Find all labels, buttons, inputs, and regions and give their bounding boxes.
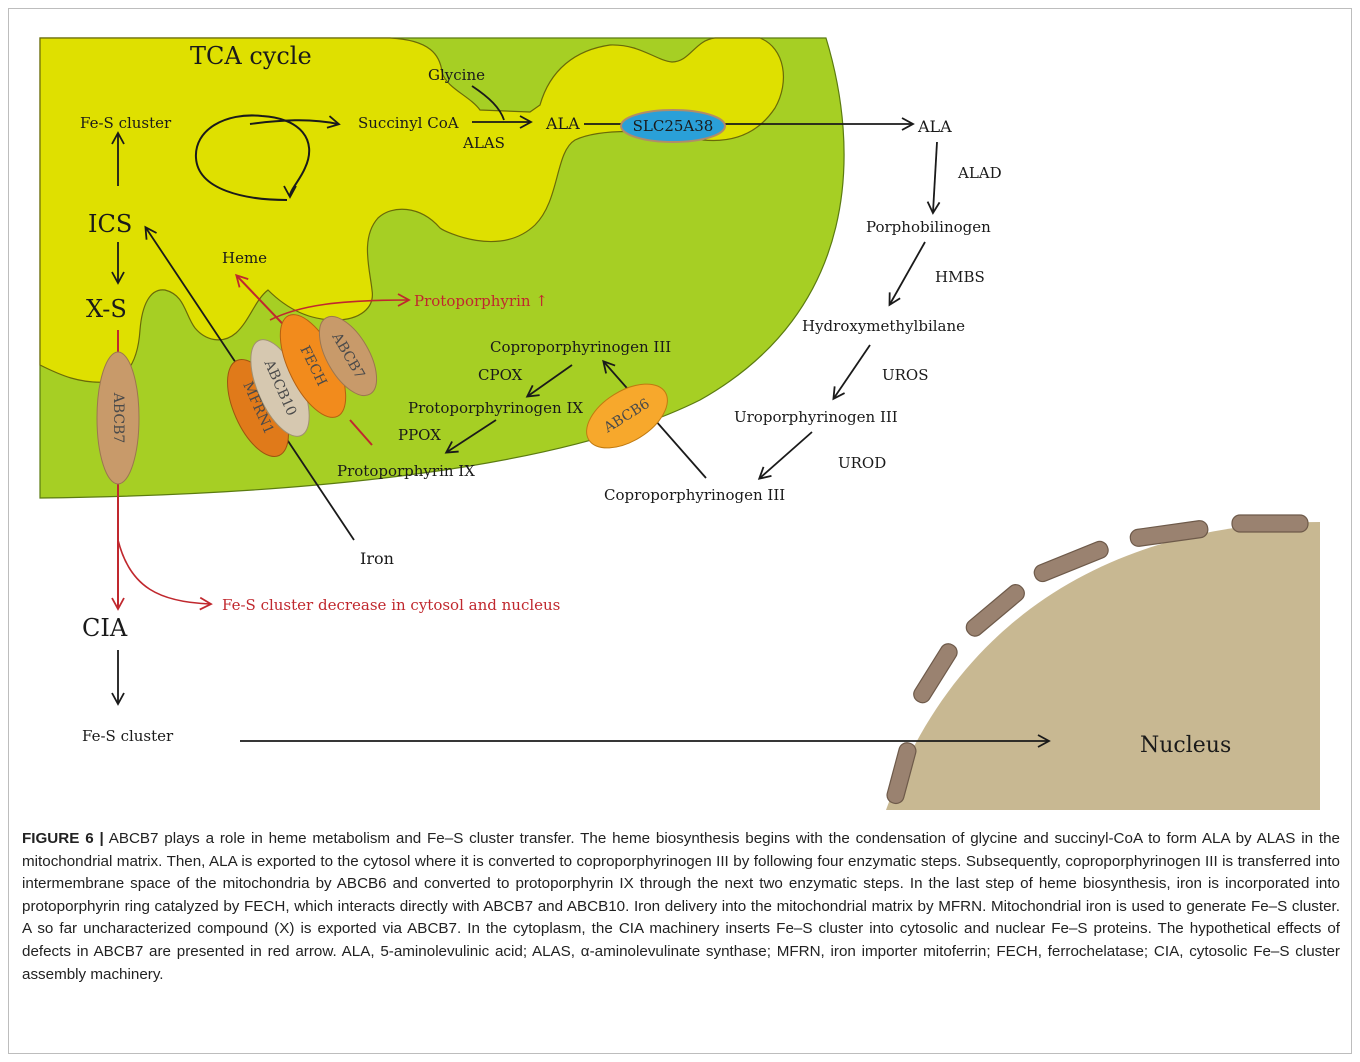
cia-label: CIA — [82, 614, 128, 642]
uroporphyrinogen-label: Uroporphyrinogen III — [734, 408, 898, 426]
ppox-label: PPOX — [398, 426, 441, 444]
xs-label: X-S — [86, 295, 127, 323]
ala-matrix-label: ALA — [545, 114, 580, 133]
hydroxymethylbilane-label: Hydroxymethylbilane — [802, 317, 965, 335]
succinyl-coa-label: Succinyl CoA — [358, 114, 459, 132]
ala-to-pbg-arrow — [933, 142, 937, 212]
fe-s-cluster-matrix-label: Fe-S cluster — [80, 114, 172, 132]
nucleus-label: Nucleus — [1140, 733, 1231, 758]
ala-cytosol-label: ALA — [917, 117, 952, 136]
abcb7-left-label: ABCB7 — [110, 392, 126, 444]
protoporphyrin-ix-label: Protoporphyrin IX — [337, 462, 475, 480]
cpox-label: CPOX — [478, 366, 523, 384]
porphobilinogen-label: Porphobilinogen — [866, 218, 991, 236]
alas-label: ALAS — [462, 134, 505, 152]
fe-s-decrease-label: Fe-S cluster decrease in cytosol and nuc… — [222, 596, 560, 614]
figure-caption-text: ABCB7 plays a role in heme metabolism an… — [22, 830, 1340, 983]
uros-label: UROS — [882, 366, 929, 384]
pbg-to-hmb-arrow — [890, 242, 925, 304]
coproporphyrinogen-cytosol-label: Coproporphyrinogen III — [604, 486, 785, 504]
uro-to-copro-arrow — [760, 432, 812, 478]
iron-label: Iron — [360, 549, 394, 568]
pathway-diagram: TCA cycle Glycine Succinyl CoA ALAS ALA … — [0, 0, 1360, 830]
heme-label: Heme — [222, 249, 267, 267]
protoporphyrinogen-label: Protoporphyrinogen IX — [408, 399, 583, 417]
fes-decrease-red-arrow — [118, 540, 210, 604]
ics-label: ICS — [88, 210, 132, 238]
hmb-to-uro-arrow — [834, 345, 870, 398]
coproporphyrinogen-ims-label: Coproporphyrinogen III — [490, 338, 671, 356]
figure-caption: FIGURE 6 | ABCB7 plays a role in heme me… — [22, 828, 1340, 986]
glycine-label: Glycine — [428, 66, 485, 84]
fe-s-cluster-cytosol-label: Fe-S cluster — [82, 727, 174, 745]
figure-label: FIGURE 6 | — [22, 830, 104, 847]
slc25a38-label: SLC25A38 — [633, 117, 714, 135]
tca-cycle-label: TCA cycle — [190, 42, 312, 70]
alad-label: ALAD — [957, 164, 1002, 182]
protoporphyrin-up-label: Protoporphyrin ↑ — [414, 292, 548, 310]
urod-label: UROD — [838, 454, 886, 472]
hmbs-label: HMBS — [935, 268, 985, 286]
nucleus-body — [886, 522, 1320, 810]
